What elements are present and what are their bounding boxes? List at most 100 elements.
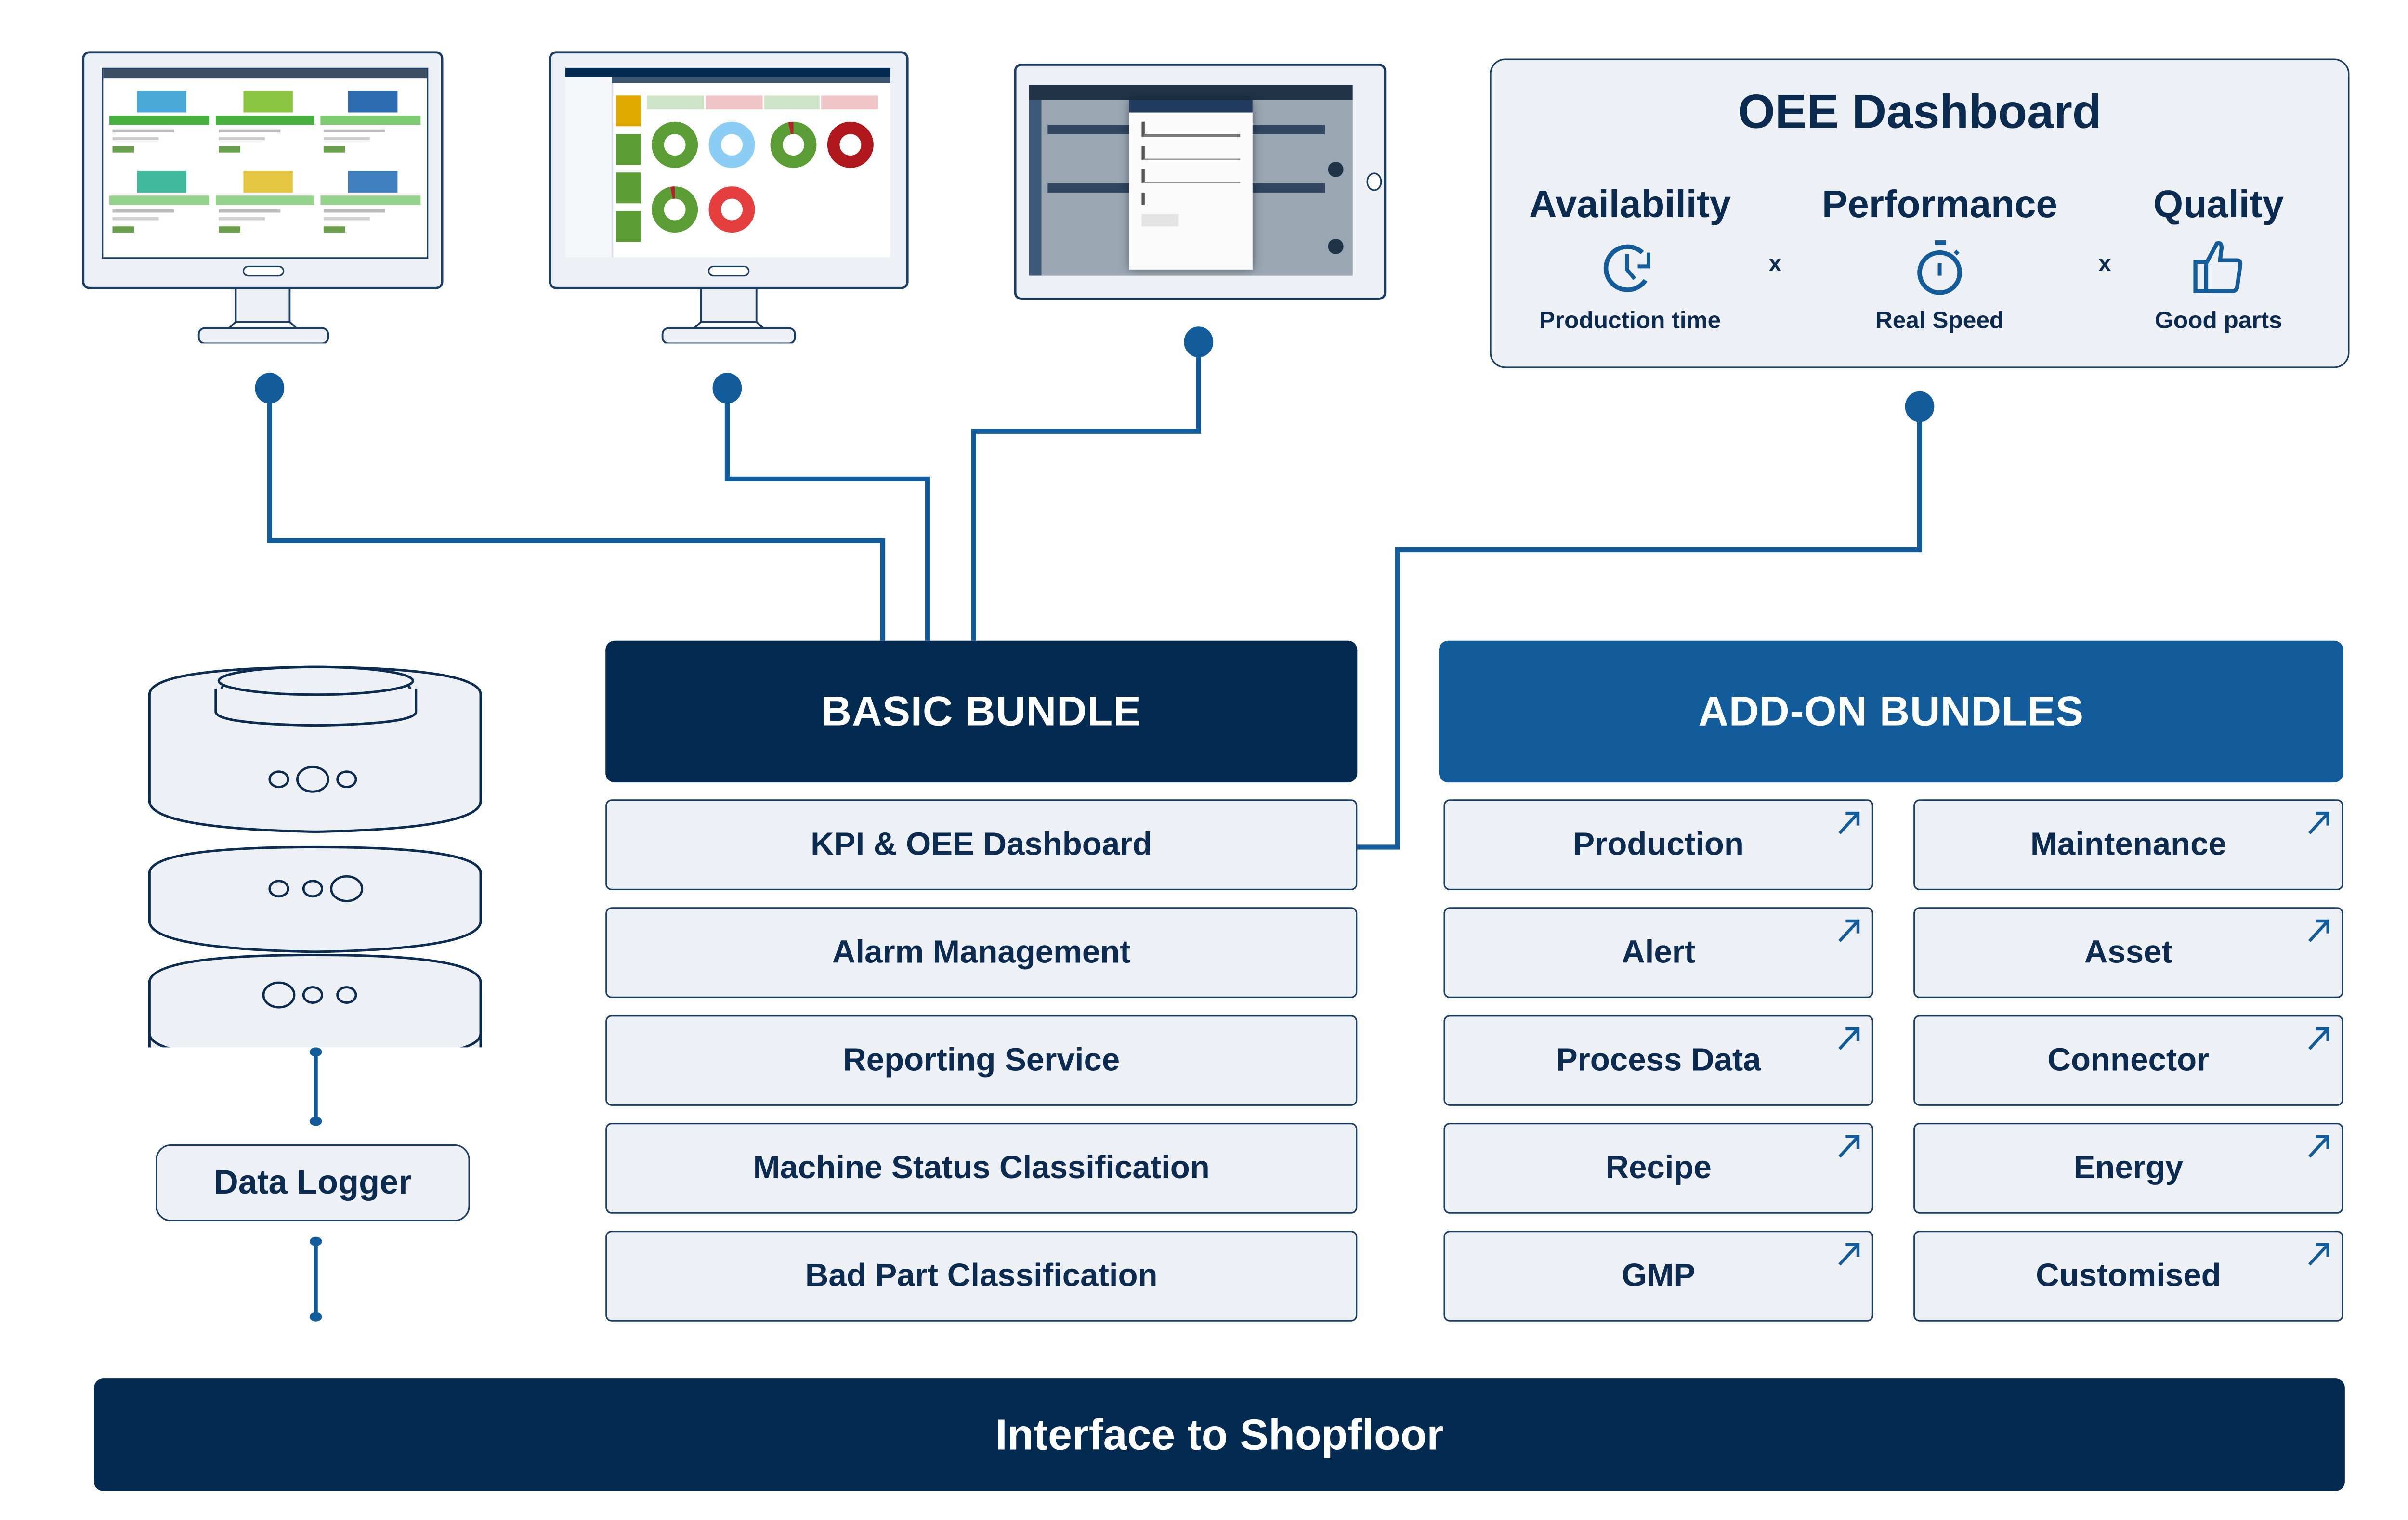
stat-card-area bbox=[647, 95, 878, 110]
external-arrow-icon[interactable] bbox=[1835, 808, 1863, 836]
external-arrow-icon[interactable] bbox=[2305, 1240, 2333, 1268]
data-logger-box[interactable]: Data Logger bbox=[156, 1144, 470, 1221]
tablet-home-button bbox=[1366, 172, 1382, 191]
stat-card bbox=[821, 95, 878, 110]
oee-factor-availability: Availability Production time bbox=[1507, 183, 1754, 336]
donut-chart-area bbox=[652, 121, 874, 233]
connector-monitor1 bbox=[267, 388, 886, 641]
donut-lost-parts-segment bbox=[827, 121, 874, 168]
kpi-tile-performance bbox=[616, 172, 641, 204]
external-arrow-icon[interactable] bbox=[1835, 1024, 1863, 1052]
stat-card bbox=[705, 95, 762, 110]
machine-status-bar bbox=[109, 195, 209, 205]
addon-item-label: Process Data bbox=[1556, 1042, 1761, 1078]
donut-good-parts-segment bbox=[652, 186, 698, 233]
machine-status-bar bbox=[109, 115, 209, 125]
monitor-screen bbox=[102, 67, 429, 259]
interface-to-shopfloor-bar: Interface to Shopfloor bbox=[94, 1378, 2345, 1491]
addon-item-label: Alert bbox=[1622, 934, 1696, 970]
dashboard-sidebar bbox=[565, 77, 614, 258]
dashboard-screen bbox=[565, 67, 891, 258]
addon-item-label: Recipe bbox=[1605, 1150, 1712, 1185]
external-arrow-icon[interactable] bbox=[2305, 1132, 2333, 1160]
donut-bad-parts-segment bbox=[708, 186, 755, 233]
multiply-operator: x bbox=[2098, 251, 2111, 277]
factor-sub: Good parts bbox=[2155, 308, 2282, 335]
addon-item-label: Maintenance bbox=[2030, 826, 2226, 862]
connector-tablet bbox=[971, 342, 1201, 641]
machine-image bbox=[349, 171, 398, 193]
machine-status-bar bbox=[321, 115, 421, 125]
footer-label: Interface to Shopfloor bbox=[995, 1410, 1444, 1458]
machine-card bbox=[215, 85, 315, 159]
connector-dot-monitor1 bbox=[255, 373, 285, 404]
addon-item-label: GMP bbox=[1622, 1257, 1696, 1293]
connector-dot-oee bbox=[1905, 391, 1935, 422]
monitor-plant-overview bbox=[82, 51, 444, 353]
addon-item-production[interactable]: Production bbox=[1443, 799, 1873, 891]
addon-item-energy[interactable]: Energy bbox=[1913, 1123, 2343, 1214]
addon-item-label: Production bbox=[1573, 826, 1744, 862]
machine-status-bar bbox=[321, 195, 421, 205]
factor-label: Availability bbox=[1529, 183, 1731, 227]
thumbs-up-icon bbox=[2193, 241, 2243, 293]
basic-item-machine-status-classification[interactable]: Machine Status Classification bbox=[605, 1123, 1358, 1214]
addon-item-asset[interactable]: Asset bbox=[1913, 907, 2343, 998]
basic-item-bad-part-classification[interactable]: Bad Part Classification bbox=[605, 1231, 1358, 1322]
screen-titlebar bbox=[103, 69, 427, 79]
addon-item-maintenance[interactable]: Maintenance bbox=[1913, 799, 2343, 891]
machine-status-bar bbox=[215, 195, 315, 205]
donut-downtime-segment bbox=[708, 121, 755, 168]
addon-item-process-data[interactable]: Process Data bbox=[1443, 1015, 1873, 1106]
basic-item-alarm-management[interactable]: Alarm Management bbox=[605, 907, 1358, 998]
connector-monitor2 bbox=[724, 388, 930, 641]
stopwatch-icon bbox=[1917, 240, 1962, 295]
kpi-tile-oee bbox=[616, 95, 641, 127]
machine-card-grid bbox=[103, 78, 427, 245]
tablet-modal-dialog bbox=[1129, 100, 1253, 270]
factor-sub: Real Speed bbox=[1875, 308, 2004, 335]
addon-item-gmp[interactable]: GMP bbox=[1443, 1231, 1873, 1322]
addon-item-recipe[interactable]: Recipe bbox=[1443, 1123, 1873, 1214]
addon-item-label: Asset bbox=[2084, 934, 2172, 970]
addon-bundles-header: ADD-ON BUNDLES bbox=[1439, 640, 2343, 783]
factor-label: Performance bbox=[1822, 183, 2058, 227]
basic-item-label: Reporting Service bbox=[843, 1042, 1120, 1078]
addon-item-connector[interactable]: Connector bbox=[1913, 1015, 2343, 1106]
database-stack-icon bbox=[148, 665, 482, 1048]
multiply-operator: x bbox=[1768, 251, 1782, 277]
external-arrow-icon[interactable] bbox=[2305, 916, 2333, 944]
basic-item-label: KPI & OEE Dashboard bbox=[811, 826, 1152, 862]
donut-actual-parts-segment bbox=[770, 121, 817, 168]
addon-item-customised[interactable]: Customised bbox=[1913, 1231, 2343, 1322]
kpi-tile-quality bbox=[616, 211, 641, 242]
basic-bundle-header: BASIC BUNDLE bbox=[605, 640, 1358, 783]
external-arrow-icon[interactable] bbox=[1835, 1132, 1863, 1160]
machine-card bbox=[109, 165, 209, 239]
donut-productive-segment bbox=[652, 121, 698, 168]
clock-refresh-icon bbox=[1603, 244, 1650, 292]
machine-image bbox=[243, 91, 292, 113]
basic-item-label: Machine Status Classification bbox=[753, 1150, 1210, 1185]
connector-dot-monitor2 bbox=[712, 373, 742, 404]
tablet-input-dialog bbox=[1014, 63, 1388, 302]
basic-item-kpi-oee-dashboard[interactable]: KPI & OEE Dashboard bbox=[605, 799, 1358, 891]
addon-item-label: Connector bbox=[2047, 1042, 2210, 1078]
stat-card bbox=[647, 95, 704, 110]
machine-image bbox=[137, 91, 187, 113]
tablet-screen bbox=[1029, 84, 1353, 276]
external-arrow-icon[interactable] bbox=[1835, 1240, 1863, 1268]
machine-image bbox=[349, 91, 398, 113]
factor-label: Quality bbox=[2153, 183, 2284, 227]
addon-item-label: Customised bbox=[2036, 1257, 2221, 1293]
external-arrow-icon[interactable] bbox=[1835, 916, 1863, 944]
basic-item-reporting-service[interactable]: Reporting Service bbox=[605, 1015, 1358, 1106]
external-arrow-icon[interactable] bbox=[2305, 808, 2333, 836]
oee-factor-quality: Quality Good parts bbox=[2095, 183, 2342, 336]
basic-item-label: Bad Part Classification bbox=[805, 1257, 1158, 1293]
factor-sub: Production time bbox=[1539, 308, 1721, 335]
basic-item-label: Alarm Management bbox=[832, 934, 1131, 970]
machine-card bbox=[215, 165, 315, 239]
addon-item-alert[interactable]: Alert bbox=[1443, 907, 1873, 998]
external-arrow-icon[interactable] bbox=[2305, 1024, 2333, 1052]
